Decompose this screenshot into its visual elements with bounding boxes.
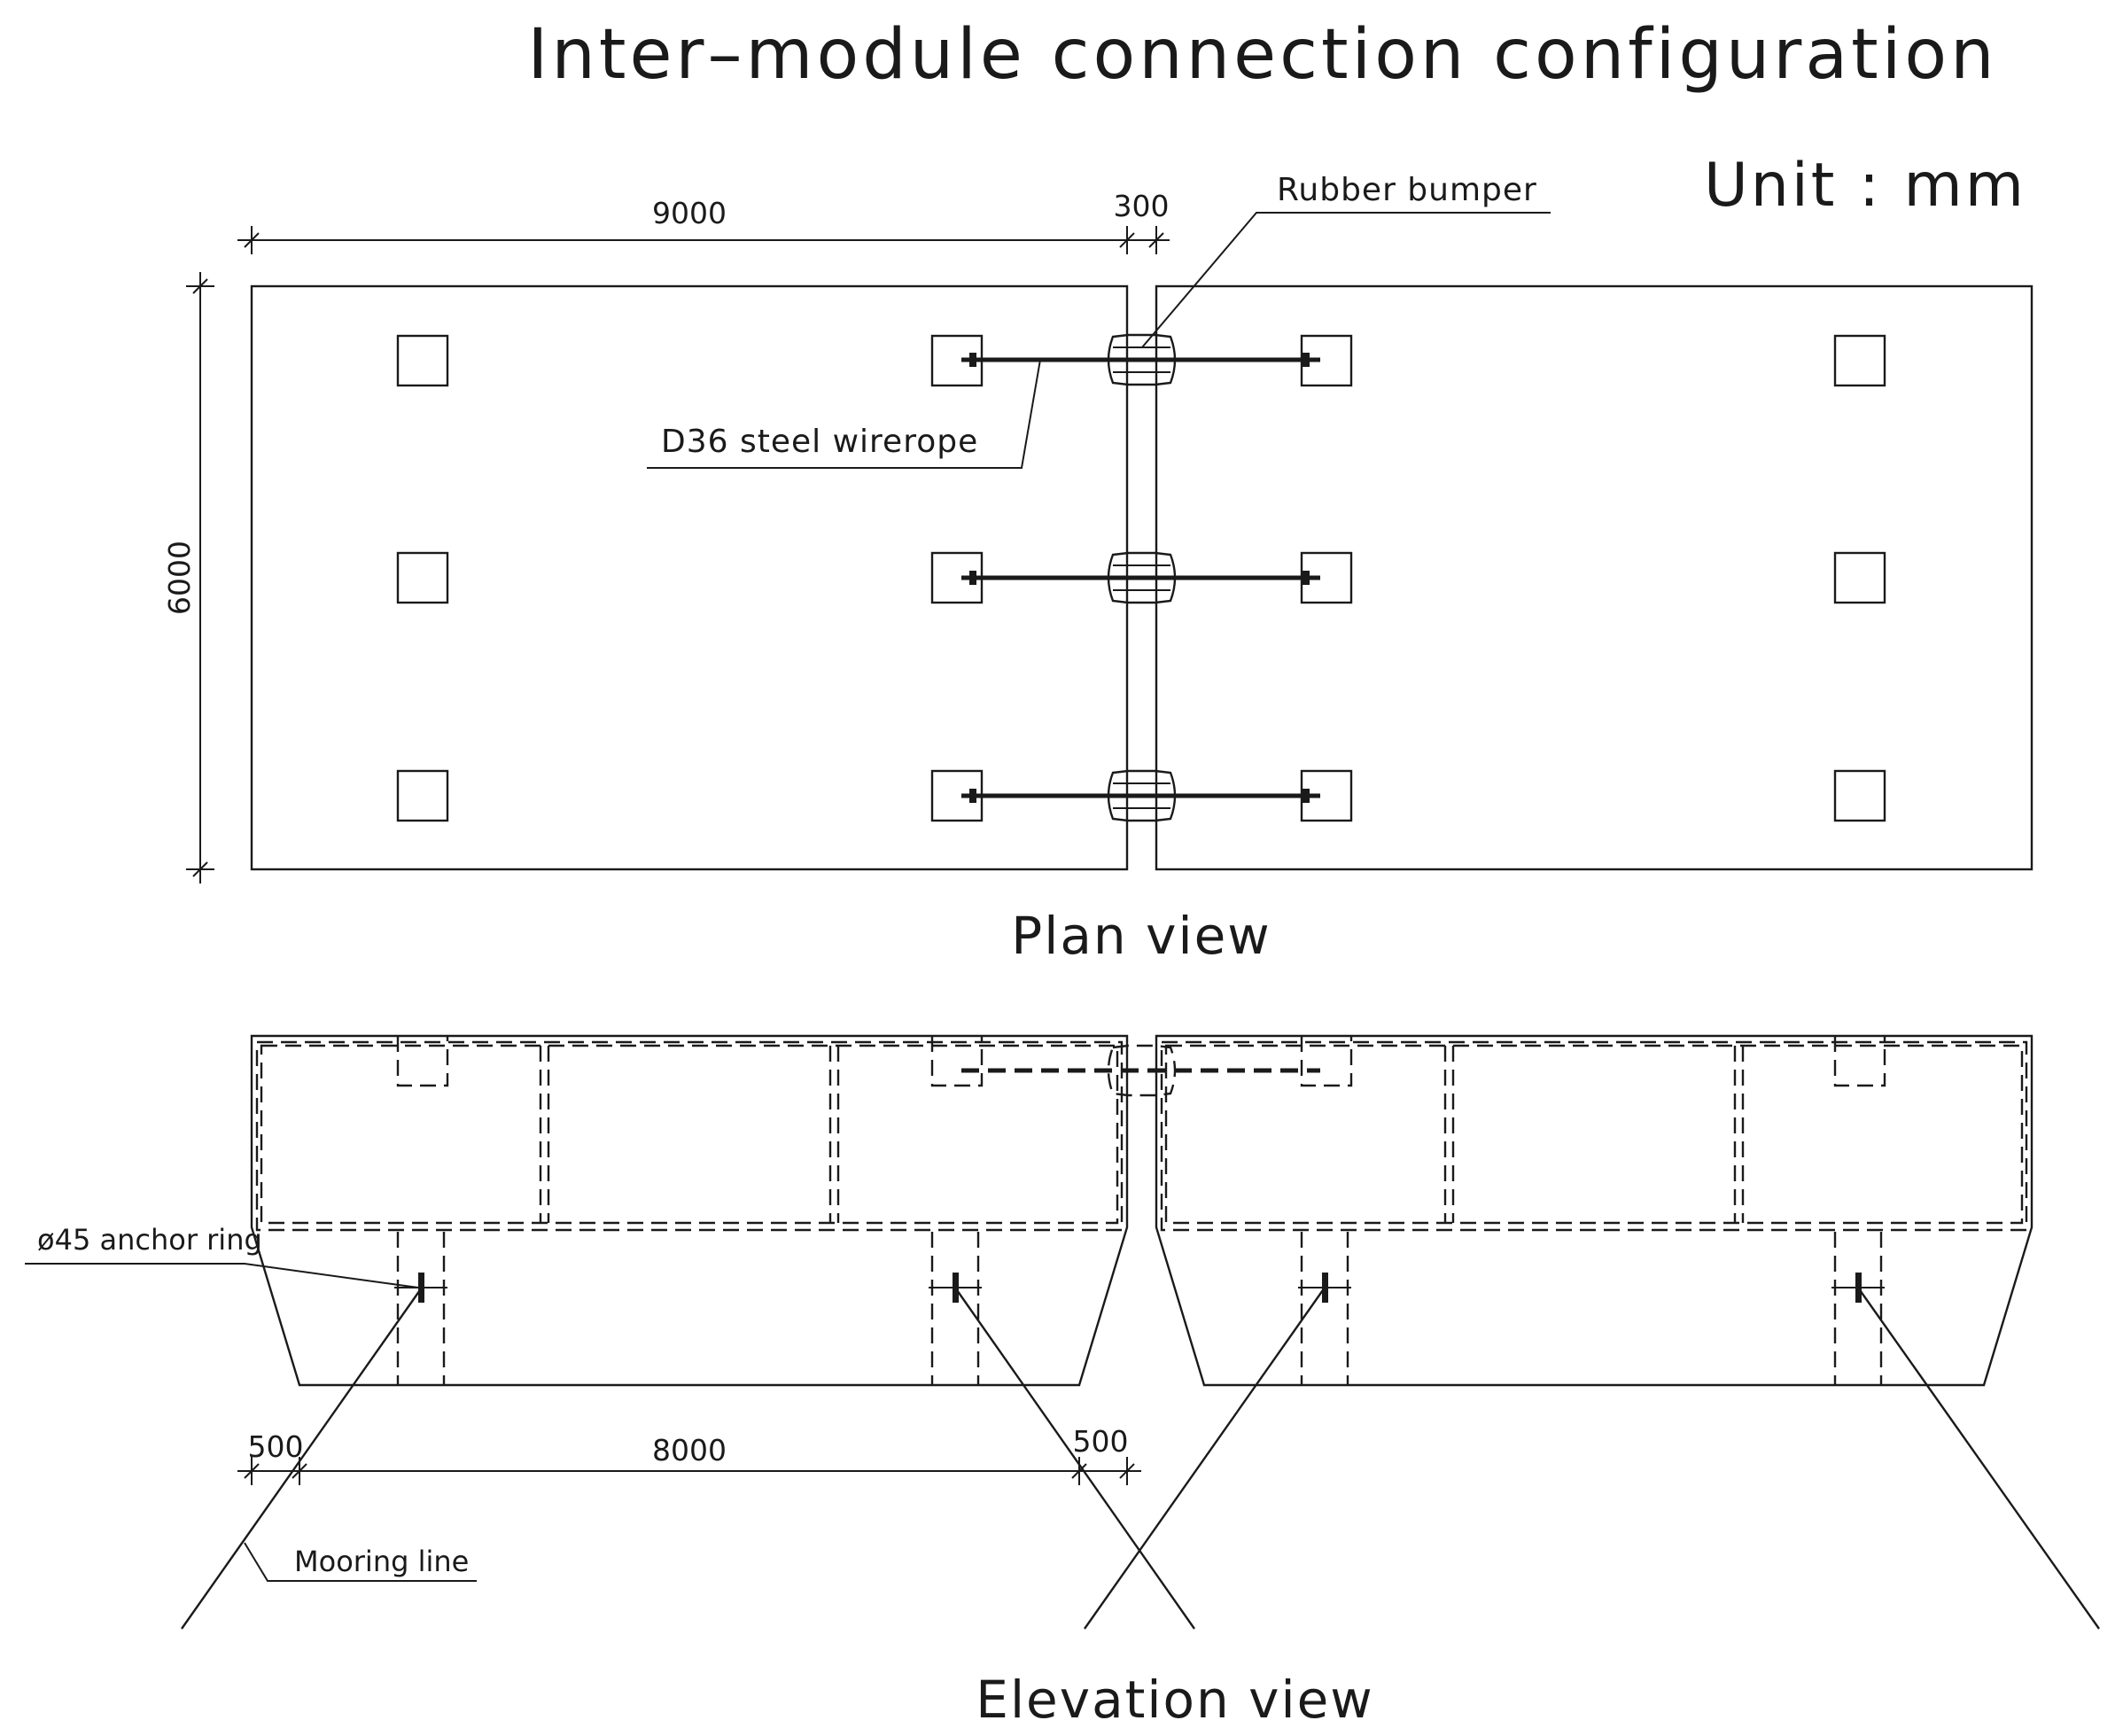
dim-edge-right: 500	[1073, 1424, 1129, 1459]
rope-end-cap	[1303, 789, 1310, 803]
wirerope-callout: D36 steel wirerope	[647, 359, 1041, 469]
hidden-column-top	[396, 1036, 449, 1087]
hidden-column-leg	[1300, 1232, 1349, 1385]
hidden-bumper	[1107, 1044, 1177, 1097]
rope-end-cap	[969, 789, 976, 803]
arrow-tick	[1119, 232, 1135, 248]
column-square	[1833, 334, 1886, 387]
rubber-bumper-label: Rubber bumper	[1277, 172, 1537, 208]
rubber-bumper	[1107, 333, 1177, 386]
arrow-tick	[192, 861, 208, 877]
column-square	[396, 334, 449, 387]
leader-line	[25, 1263, 419, 1288]
rubber-bumper	[1107, 551, 1177, 604]
drawing-title: Inter–module connection configuration	[527, 15, 1997, 95]
mooring-line-callout: Mooring line	[244, 1542, 477, 1582]
hidden-column-leg	[396, 1232, 446, 1385]
rope-end-cap	[969, 571, 976, 585]
dim-gap: 300	[1114, 189, 1170, 223]
leader-line	[244, 1542, 477, 1582]
leader-line	[1141, 212, 1551, 348]
unit-label: Unit : mm	[1704, 151, 2026, 221]
dim-module-width: 6000	[162, 541, 197, 615]
dim-anchor-spacing: 8000	[652, 1433, 727, 1467]
rope-end-cap	[1303, 353, 1310, 367]
plan-view: 9000 300 6000 Rubber bumper D36 steel wi…	[162, 172, 2034, 966]
hidden-compartments-left	[255, 1036, 1124, 1385]
column-square	[1833, 551, 1886, 604]
hidden-column-top	[1833, 1036, 1886, 1087]
rope-end-cap	[969, 353, 976, 367]
arrow-tick	[244, 232, 260, 248]
anchor-ring-label: ø45 anchor ring	[37, 1223, 262, 1257]
column-square	[1833, 769, 1886, 822]
arrow-tick	[292, 1463, 307, 1479]
connector-row-3	[961, 769, 1320, 822]
elevation-module-right	[1155, 1034, 2034, 1387]
connector-row-2	[961, 551, 1320, 604]
elevation-view: ø45 anchor ring Mooring line 500 8000 50…	[25, 1034, 2100, 1730]
mooring-lines	[181, 1287, 2100, 1630]
elevation-module-left	[250, 1034, 1129, 1387]
hidden-column-top	[1300, 1036, 1353, 1087]
arrow-tick	[244, 1463, 260, 1479]
mooring-line-label: Mooring line	[294, 1545, 469, 1578]
anchor-rings	[394, 1273, 1885, 1303]
hidden-column-top	[930, 1036, 984, 1087]
mooring-line	[954, 1287, 1195, 1630]
leader-line	[647, 359, 1041, 469]
hidden-outline	[260, 1044, 1119, 1225]
hidden-compartments-right	[1160, 1036, 2028, 1385]
plan-dimension-width: 6000	[162, 272, 214, 884]
hidden-outline	[1160, 1040, 2028, 1232]
column-square	[396, 769, 449, 822]
connector-row-1	[961, 333, 1320, 386]
hidden-outline	[255, 1040, 1124, 1232]
anchor-ring-callout: ø45 anchor ring	[25, 1223, 419, 1288]
rubber-bumper-callout: Rubber bumper	[1141, 172, 1551, 348]
wirerope-label: D36 steel wirerope	[661, 424, 978, 460]
plan-dimension-length: 9000 300	[237, 189, 1170, 254]
dim-module-length: 9000	[652, 196, 727, 230]
elevation-connector	[961, 1044, 1320, 1097]
anchor-ring-body	[1322, 1273, 1328, 1303]
arrow-tick	[1148, 232, 1164, 248]
arrow-tick	[1071, 1463, 1087, 1479]
mooring-line	[1084, 1287, 1326, 1630]
dim-edge-left: 500	[248, 1429, 304, 1464]
arrow-tick	[192, 278, 208, 294]
rope-end-cap	[1303, 571, 1310, 585]
hidden-outline	[1164, 1044, 2024, 1225]
plan-view-caption: Plan view	[1011, 906, 1271, 966]
arrow-tick	[1119, 1463, 1135, 1479]
mooring-line	[181, 1287, 423, 1630]
elevation-dimension: 500 8000 500	[237, 1424, 1141, 1485]
elevation-view-caption: Elevation view	[976, 1670, 1373, 1730]
mooring-line	[1857, 1287, 2100, 1630]
rubber-bumper	[1107, 769, 1177, 822]
hidden-column-leg	[930, 1232, 980, 1385]
column-square	[396, 551, 449, 604]
hidden-column-leg	[1833, 1232, 1883, 1385]
